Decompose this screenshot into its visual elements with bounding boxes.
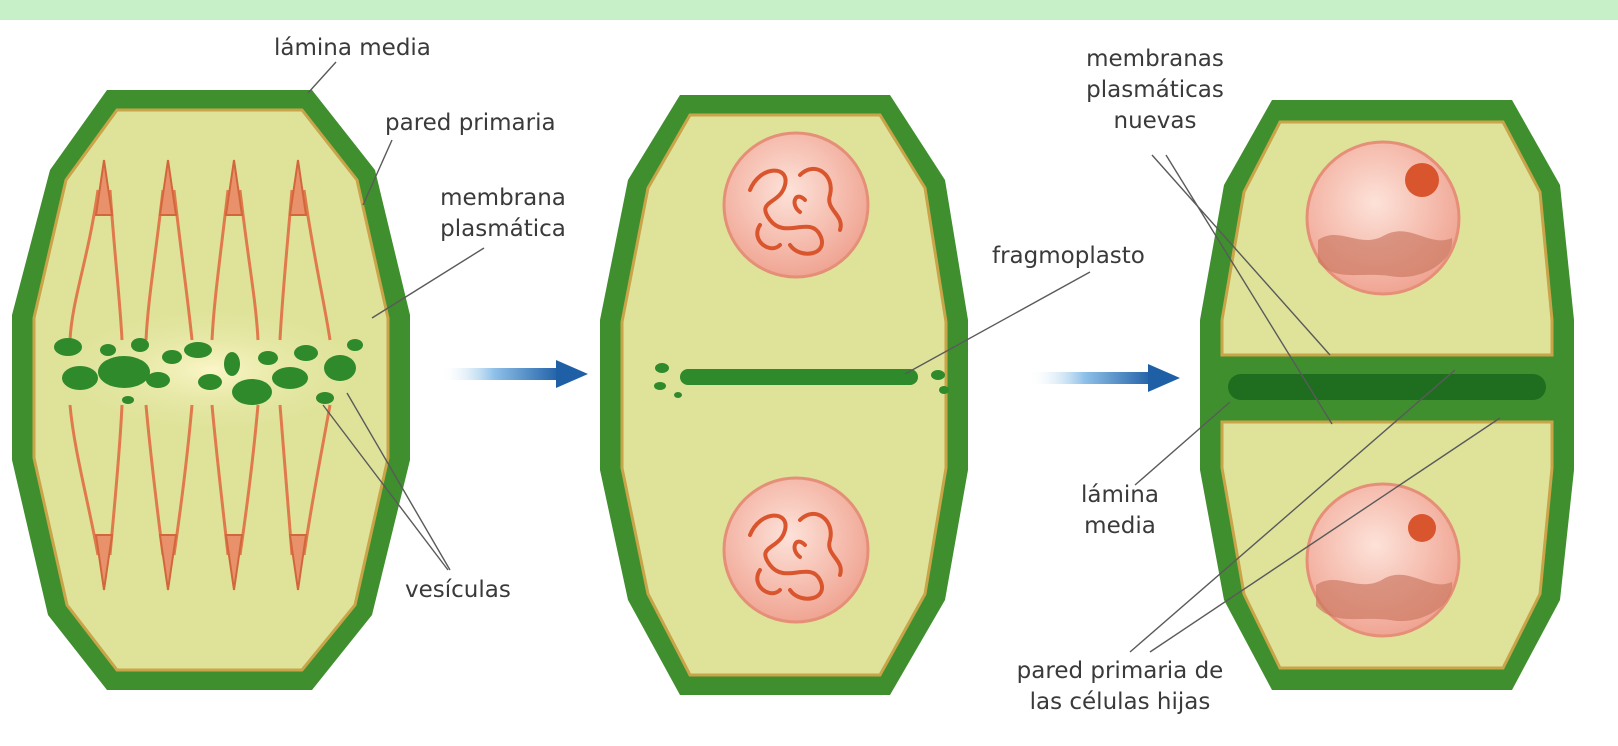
arrow-stage-1-to-2 xyxy=(440,360,588,388)
label-vesiculas: vesículas xyxy=(405,575,511,606)
stage-2-cell xyxy=(600,95,968,695)
label-membranas-plasmaticas-nuevas: membranas plasmáticas nuevas xyxy=(1050,44,1260,137)
label-lamina-media-top: lámina media xyxy=(274,33,431,64)
label-fragmoplasto: fragmoplasto xyxy=(992,241,1145,272)
label-membrana-plasmatica: membrana plasmática xyxy=(418,183,588,245)
stage-1-cell xyxy=(12,90,410,690)
stage-3-nucleolus-bottom xyxy=(1408,514,1436,542)
stage-2-phragmoplast xyxy=(680,369,918,385)
label-lamina-media-bottom-line-2: media xyxy=(1060,511,1180,542)
label-membranas-nuevas-line-3: nuevas xyxy=(1050,106,1260,137)
label-lamina-media-bottom-line-1: lámina xyxy=(1060,480,1180,511)
stage-3-middle-lamella xyxy=(1228,374,1546,400)
label-membrana-plasmatica-line-2: plasmática xyxy=(418,214,588,245)
label-pared-hijas-line-2: las células hijas xyxy=(985,687,1255,718)
stage-3-cells xyxy=(1200,100,1574,690)
label-pared-hijas-line-1: pared primaria de xyxy=(985,656,1255,687)
label-lamina-media-bottom: lámina media xyxy=(1060,480,1180,542)
label-membranas-nuevas-line-2: plasmáticas xyxy=(1050,75,1260,106)
label-pared-primaria: pared primaria xyxy=(385,108,556,139)
stage-3-nucleolus-top xyxy=(1405,163,1439,197)
right-arrow-icon xyxy=(556,360,588,388)
label-membranas-nuevas-line-1: membranas xyxy=(1050,44,1260,75)
label-pared-primaria-celulas-hijas: pared primaria de las células hijas xyxy=(985,656,1255,718)
label-membrana-plasmatica-line-1: membrana xyxy=(418,183,588,214)
right-arrow-icon xyxy=(1148,364,1180,392)
arrow-stage-2-to-3 xyxy=(1028,364,1180,392)
